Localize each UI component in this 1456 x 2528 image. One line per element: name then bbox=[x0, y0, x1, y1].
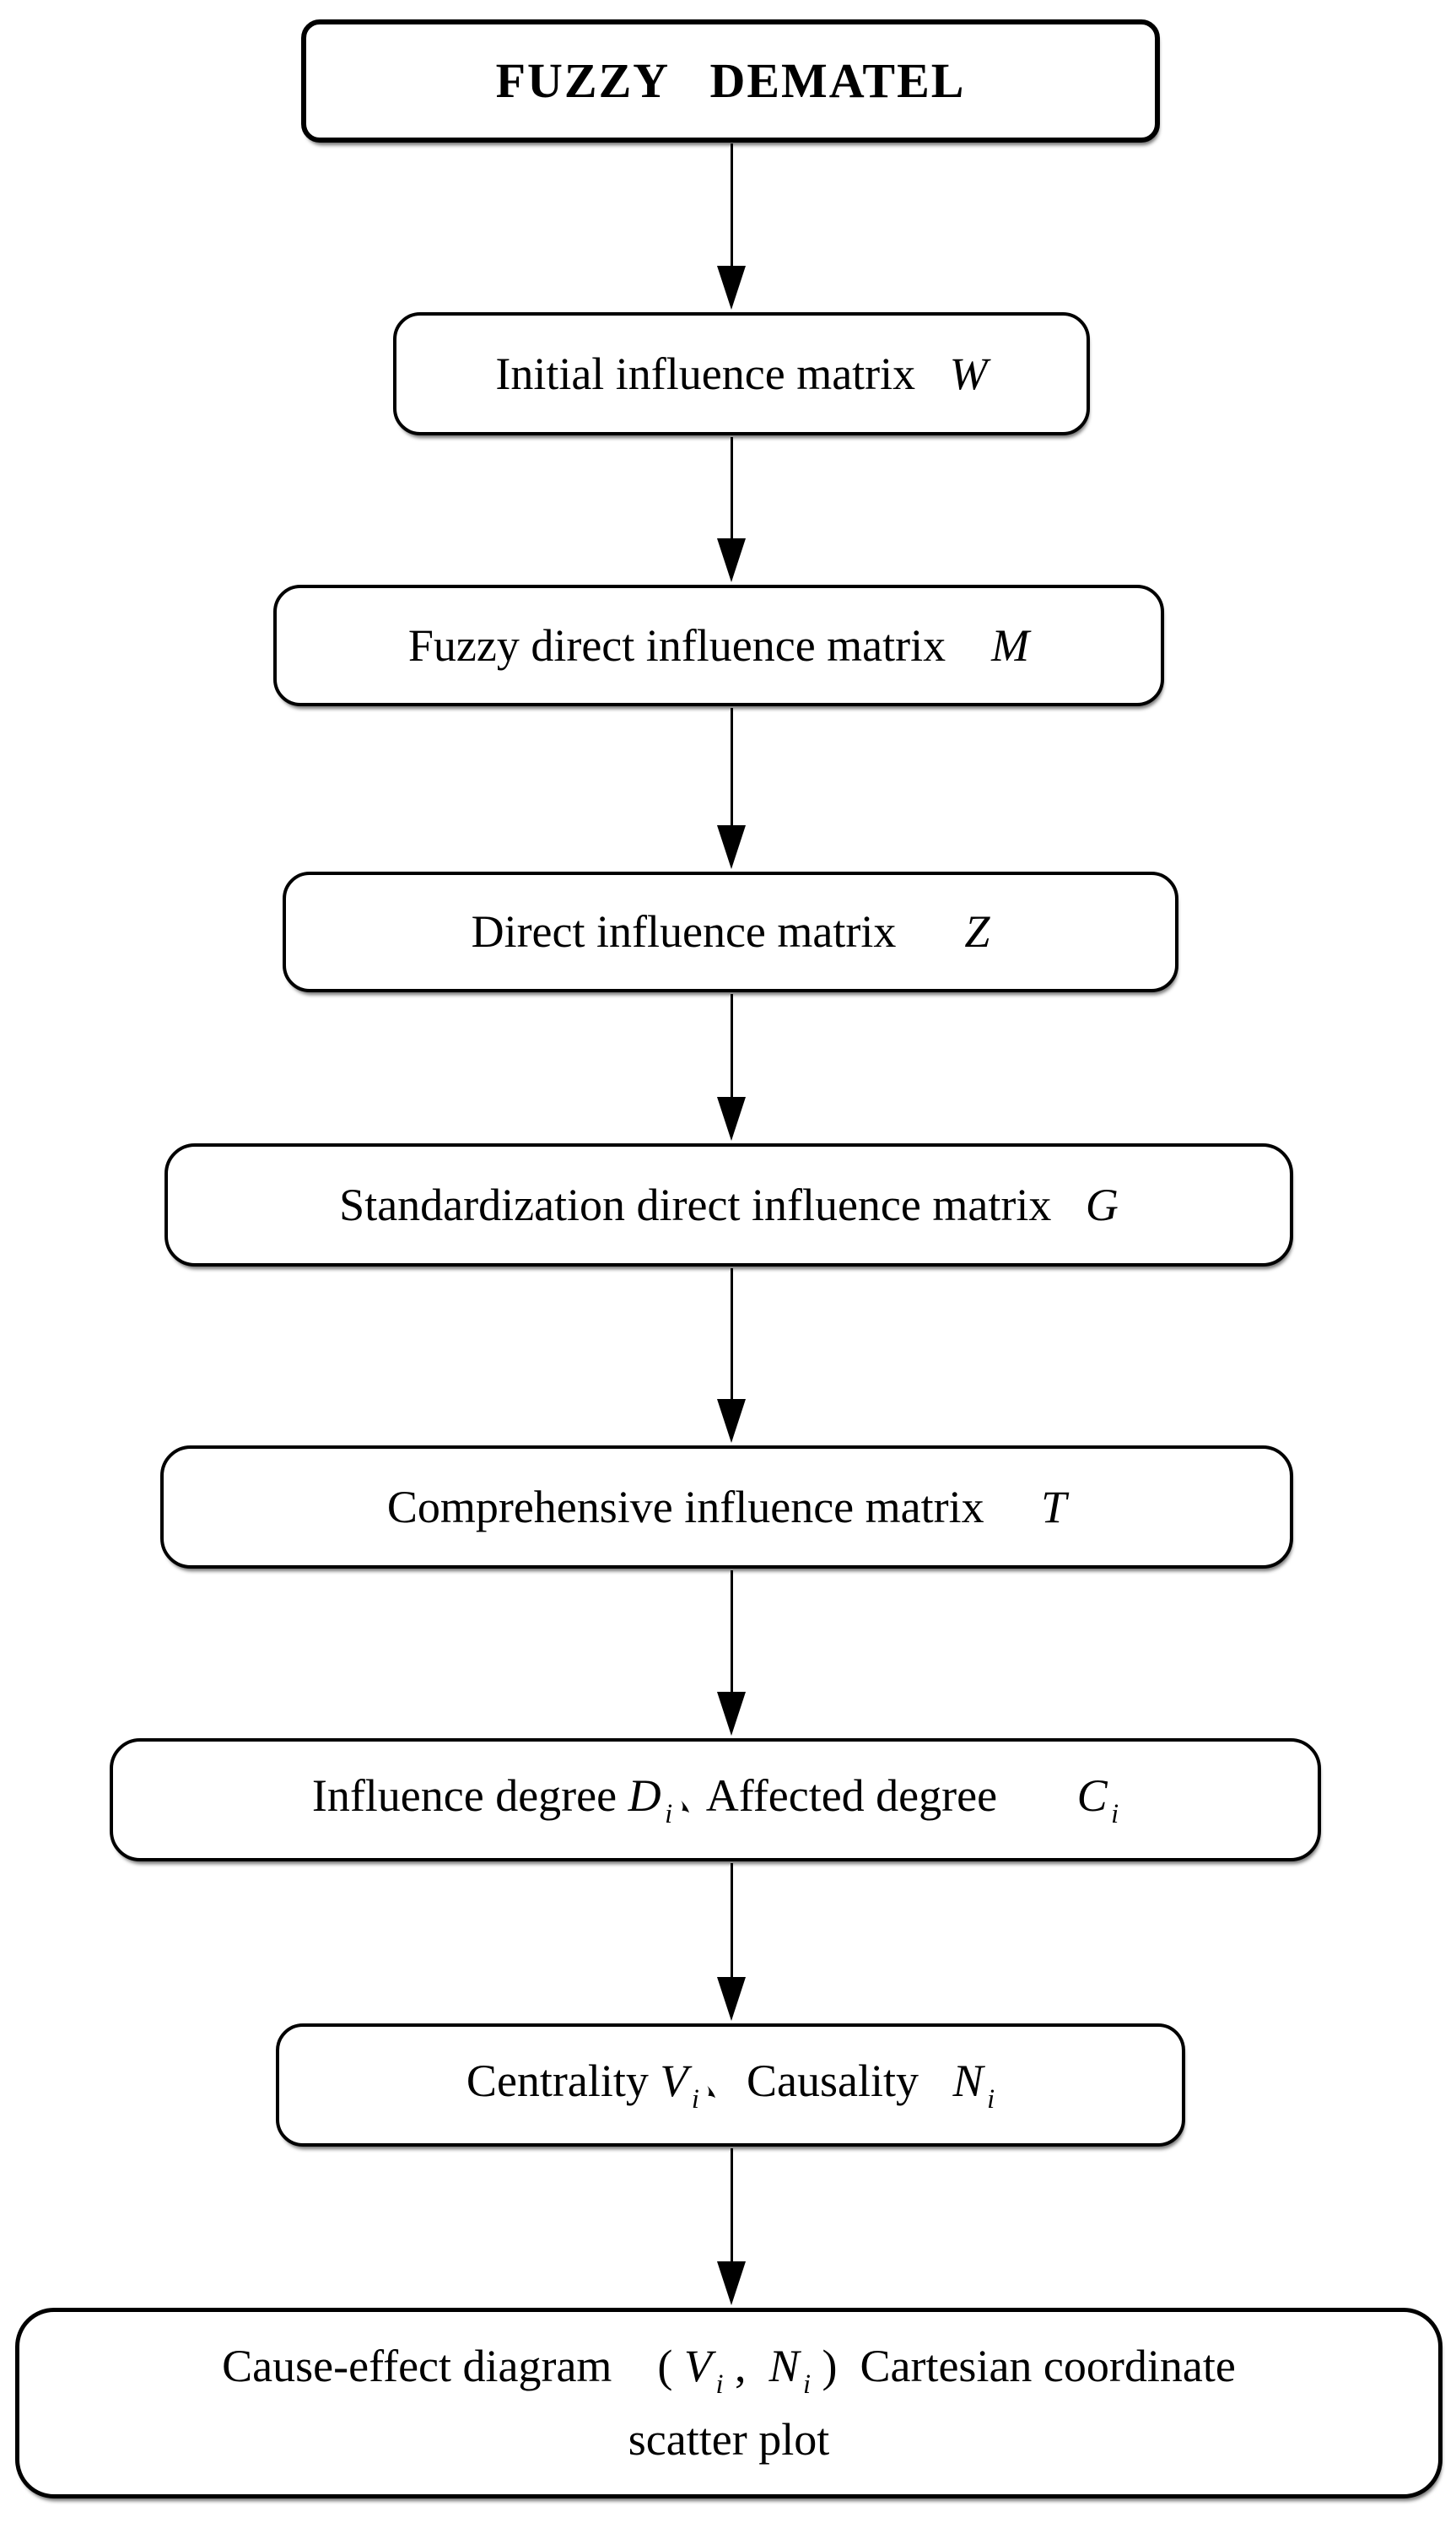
flow-arrow-comprehensive-influence-matrix-to-influence-affected-degree bbox=[716, 1570, 747, 1736]
flow-arrow-influence-affected-degree-to-centrality-causality bbox=[716, 1863, 747, 2021]
arrow-head-icon bbox=[717, 1097, 746, 1141]
subscript-index: i bbox=[987, 2084, 995, 2115]
flow-node-fuzzy-direct-influence-matrix: Fuzzy direct influence matrix M bbox=[273, 585, 1164, 706]
node-label: Fuzzy direct influence matrix M bbox=[393, 619, 1044, 672]
flow-arrow-centrality-causality-to-cause-effect-diagram bbox=[716, 2148, 747, 2305]
arrow-shaft bbox=[730, 2148, 733, 2261]
variable-symbol: C bbox=[1076, 1769, 1108, 1821]
node-label: Standardization direct influence matrix … bbox=[324, 1179, 1134, 1231]
node-label: FUZZY DEMATEL bbox=[481, 53, 981, 110]
flow-node-fuzzy-dematel: FUZZY DEMATEL bbox=[301, 19, 1160, 143]
arrow-shaft bbox=[730, 994, 733, 1097]
label-text: Comprehensive influence matrix bbox=[386, 1481, 1042, 1532]
node-label: Initial influence matrix W bbox=[480, 348, 1002, 400]
label-text: Causality bbox=[724, 2055, 953, 2106]
label-text: Influence degree bbox=[311, 1769, 628, 1821]
variable-symbol: M bbox=[991, 619, 1030, 671]
arrow-shaft bbox=[730, 437, 733, 538]
arrow-head-icon bbox=[717, 266, 746, 310]
variable-symbol: W bbox=[949, 348, 988, 399]
flow-arrow-standardization-direct-influence-matrix-to-comprehensive-influence-matrix bbox=[716, 1268, 747, 1443]
label-text: Fuzzy direct influence matrix bbox=[407, 619, 992, 671]
flow-node-comprehensive-influence-matrix: Comprehensive influence matrix T bbox=[160, 1445, 1293, 1569]
variable-symbol: T bbox=[1041, 1481, 1067, 1532]
arrow-shaft bbox=[730, 708, 733, 825]
flow-arrow-direct-influence-matrix-to-standardization-direct-influence-matrix bbox=[716, 994, 747, 1141]
arrow-head-icon bbox=[717, 825, 746, 869]
arrow-shaft bbox=[730, 1863, 733, 1977]
variable-symbol: V bbox=[683, 2340, 712, 2391]
arrow-shaft bbox=[730, 1268, 733, 1399]
flow-arrow-fuzzy-direct-influence-matrix-to-direct-influence-matrix bbox=[716, 708, 747, 869]
label-text: Cause-effect diagram ( bbox=[222, 2340, 684, 2391]
arrow-head-icon bbox=[717, 1399, 746, 1443]
subscript-index: i bbox=[803, 2369, 812, 2401]
arrow-shaft bbox=[730, 1570, 733, 1692]
variable-symbol: Z bbox=[964, 906, 990, 958]
flow-arrow-initial-influence-matrix-to-fuzzy-direct-influence-matrix bbox=[716, 437, 747, 582]
variable-symbol: V bbox=[660, 2055, 688, 2106]
ideographic-comma-icon bbox=[680, 1800, 689, 1813]
flow-node-direct-influence-matrix: Direct influence matrix Z bbox=[283, 872, 1178, 992]
label-text: Standardization direct influence matrix bbox=[339, 1179, 1086, 1230]
arrow-head-icon bbox=[717, 1692, 746, 1736]
ideographic-comma-icon bbox=[707, 2085, 716, 2099]
arrow-shaft bbox=[730, 143, 733, 266]
variable-symbol: N bbox=[952, 2055, 984, 2106]
arrow-head-icon bbox=[717, 538, 746, 582]
flow-node-standardization-direct-influence-matrix: Standardization direct influence matrix … bbox=[164, 1143, 1293, 1267]
node-label: Comprehensive influence matrix T bbox=[372, 1481, 1081, 1533]
flow-node-initial-influence-matrix: Initial influence matrix W bbox=[393, 312, 1090, 435]
arrow-head-icon bbox=[717, 2261, 746, 2305]
label-text: Centrality bbox=[466, 2055, 661, 2106]
label-text: scatter plot bbox=[628, 2414, 830, 2466]
label-text: FUZZY DEMATEL bbox=[495, 52, 966, 108]
variable-symbol: N bbox=[768, 2340, 800, 2391]
label-text: Direct influence matrix bbox=[471, 906, 965, 958]
subscript-index: i bbox=[665, 1799, 673, 1830]
label-text: , bbox=[723, 2340, 769, 2391]
label-text: ) Cartesian coordinate bbox=[811, 2340, 1236, 2391]
subscript-index: i bbox=[691, 2084, 699, 2115]
subscript-index: i bbox=[1111, 1799, 1119, 1830]
label-text: Initial influence matrix bbox=[495, 348, 950, 399]
variable-symbol: G bbox=[1085, 1179, 1119, 1230]
label-text: Affected degree bbox=[697, 1769, 1077, 1821]
node-label: Direct influence matrix Z bbox=[456, 905, 1006, 958]
arrow-head-icon bbox=[717, 1977, 746, 2021]
flow-arrow-fuzzy-dematel-to-initial-influence-matrix bbox=[716, 143, 747, 310]
subscript-index: i bbox=[715, 2369, 724, 2401]
variable-symbol: D bbox=[628, 1769, 661, 1821]
